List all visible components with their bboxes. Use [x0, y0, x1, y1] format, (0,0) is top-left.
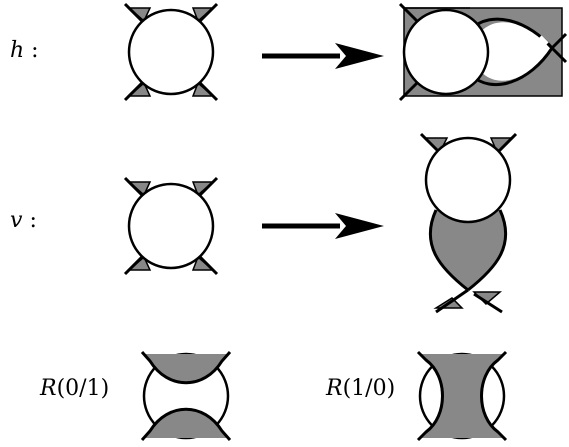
r01-fn: R	[40, 376, 57, 401]
h-output-tangle	[398, 2, 568, 102]
h-output-crossing-gap	[536, 35, 549, 48]
r10-left-arc	[416, 350, 444, 442]
h-var: h	[10, 38, 25, 63]
h-arrow	[262, 43, 384, 69]
r10-arg: (1/0)	[342, 376, 396, 401]
v-output-disk	[424, 136, 512, 224]
v-colon: :	[29, 208, 37, 233]
h-output-disk	[402, 8, 490, 96]
r01-label: R(0/1)	[40, 376, 109, 401]
v-input-disk	[127, 182, 215, 270]
r01-bottom-arc	[140, 407, 232, 441]
r10-fn: R	[326, 376, 343, 401]
h-output-tail-bottom	[543, 39, 568, 64]
v-output-lens-right	[467, 209, 508, 292]
v-output-lens-left	[428, 209, 469, 292]
h-input-disk	[127, 8, 215, 96]
v-arrow	[262, 213, 384, 239]
r01-arg: (0/1)	[56, 376, 110, 401]
h-output-tail-top	[550, 32, 568, 50]
v-input-tangle	[123, 176, 219, 276]
h-colon: :	[31, 38, 39, 63]
tangle-r10	[416, 350, 508, 442]
r10-shaded	[420, 354, 504, 438]
tangle-r01	[140, 351, 232, 441]
r01-top-arc	[140, 351, 232, 385]
v-output-shaded-lens	[430, 210, 506, 290]
v-output-tail-b	[473, 292, 503, 314]
h-input-tangle	[123, 2, 219, 102]
h-output-twist-white	[471, 22, 552, 81]
v-operation-label: v :	[10, 208, 37, 233]
r10-label: R(1/0)	[326, 376, 395, 401]
r10-right-arc	[480, 350, 508, 442]
h-operation-label: h :	[10, 38, 39, 63]
v-output-tangle	[419, 132, 518, 314]
v-var: v	[10, 208, 23, 233]
v-output-tail-a	[435, 288, 469, 314]
